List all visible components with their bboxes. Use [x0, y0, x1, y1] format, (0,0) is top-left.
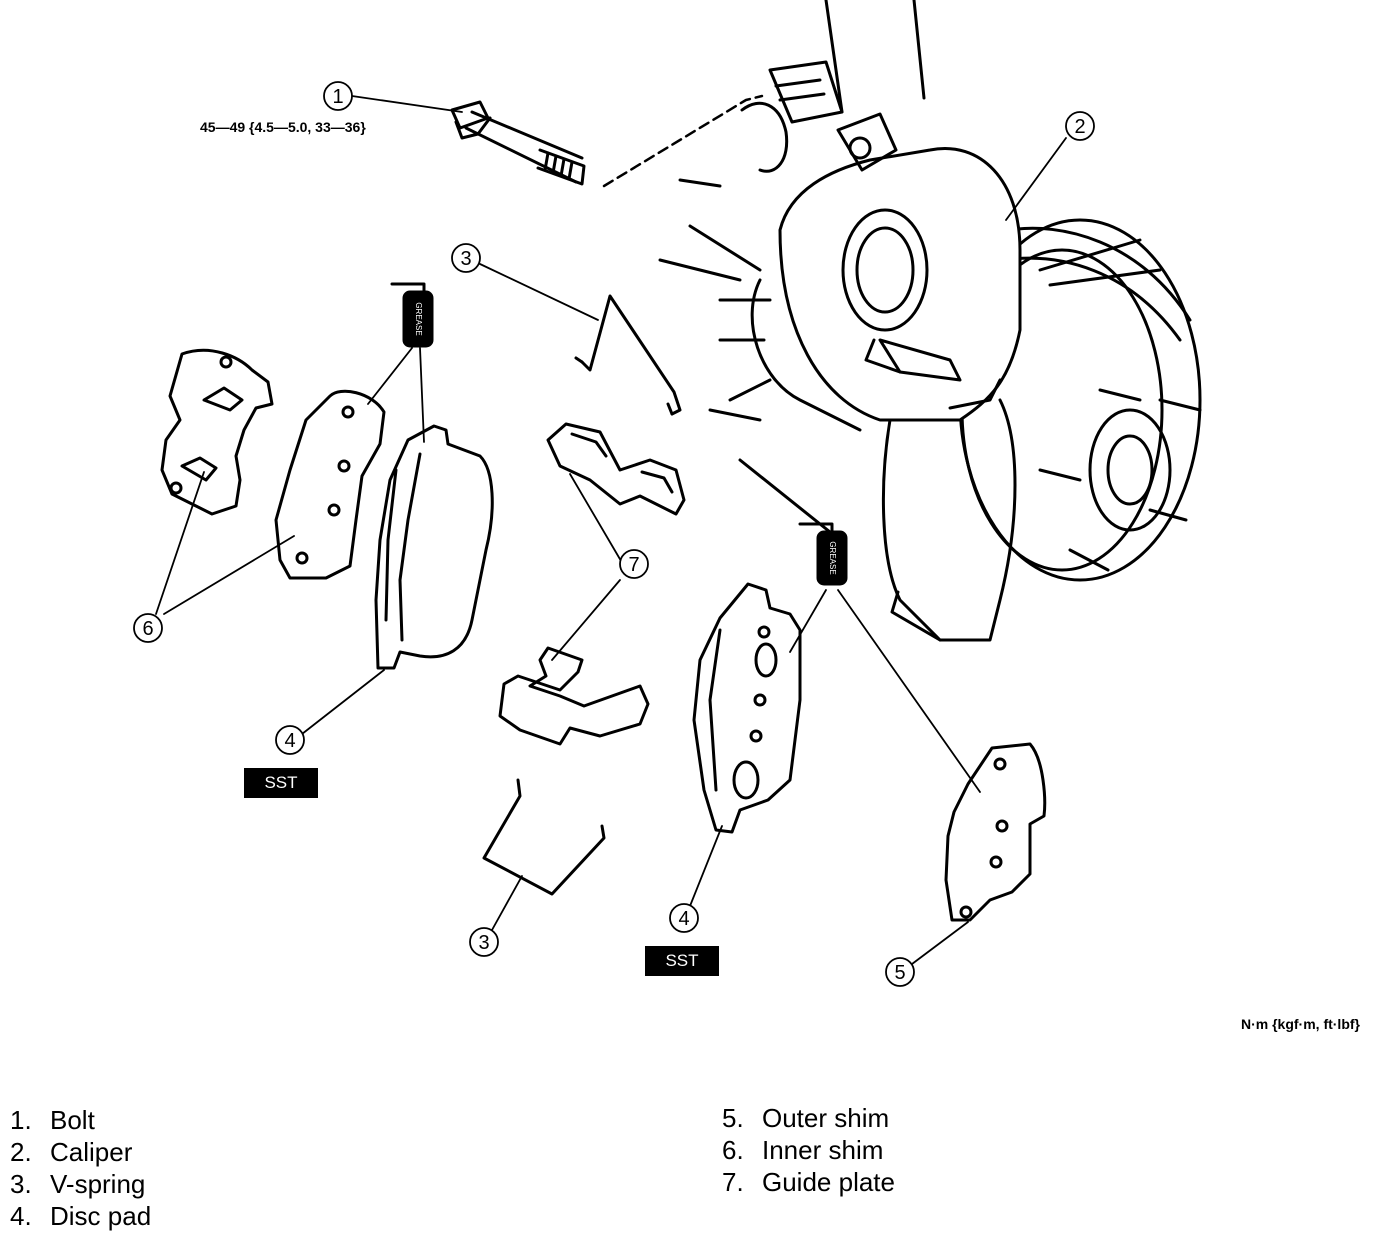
v-spring-upper [574, 294, 682, 416]
callout-v-spring-top: 3 [451, 243, 481, 273]
leader-lines [155, 95, 1067, 965]
svg-text:5: 5 [894, 962, 905, 984]
legend-item: 2.Caliper [10, 1137, 133, 1167]
callout-bolt: 1 [323, 81, 353, 111]
legend-item: 6.Inner shim [722, 1135, 884, 1165]
svg-text:3: 3 [460, 248, 471, 270]
svg-text:4: 4 [678, 908, 689, 930]
svg-text:4: 4 [284, 730, 295, 752]
legend-item: 4.Disc pad [10, 1201, 152, 1231]
units-note: N·m {kgf·m, ft·lbf} [1241, 1016, 1360, 1032]
disc-pad-left [374, 424, 494, 670]
legend-right: 5.Outer shim 6.Inner shim 7.Guide plate [722, 1102, 895, 1198]
svg-text:7: 7 [628, 554, 639, 576]
svg-text:6: 6 [142, 618, 153, 640]
callout-outer-shim: 5 [885, 957, 915, 987]
caliper-assembly [602, 0, 1202, 642]
guide-plate-lower [498, 646, 650, 746]
disc-pad-backing-left [274, 389, 386, 580]
callout-guide-plate: 7 [619, 549, 649, 579]
svg-text:3: 3 [478, 932, 489, 954]
guide-plate-upper [546, 422, 686, 516]
legend-item: 3.V-spring [10, 1169, 146, 1199]
outer-shim [944, 742, 1047, 922]
callout-disc-pad-right: 4 [669, 903, 699, 933]
legend-item: 5.Outer shim [722, 1103, 890, 1133]
inner-shim [160, 348, 274, 516]
disc-pad-right [692, 582, 802, 834]
bolt-part [450, 100, 586, 186]
legend-left: 1.Bolt 2.Caliper 3.V-spring 4.Disc pad [10, 1104, 151, 1232]
callout-caliper: 2 [1065, 111, 1095, 141]
grease-tube-left-label: GREASE [414, 302, 423, 335]
v-spring-lower [482, 778, 606, 896]
legend-item: 1.Bolt [10, 1105, 95, 1135]
svg-text:1: 1 [332, 86, 343, 108]
sst-badge-left: SST [244, 768, 318, 798]
grease-tube-right-label: GREASE [828, 541, 837, 574]
callout-circles: 1 2 3 6 7 4 3 4 5 [133, 81, 1095, 987]
grease-tube-left: GREASE [390, 282, 434, 348]
exploded-brake-diagram: GREASE GREASE 1 2 3 6 7 4 3 4 5 [133, 0, 1202, 987]
legend-item: 7.Guide plate [722, 1167, 895, 1197]
callout-v-spring-bottom: 3 [469, 927, 499, 957]
callout-disc-pad-left: 4 [275, 725, 305, 755]
svg-text:2: 2 [1074, 116, 1085, 138]
grease-tube-right: GREASE [798, 522, 848, 586]
callout-inner-shim: 6 [133, 613, 163, 643]
torque-spec: 45—49 {4.5—5.0, 33—36} [200, 119, 366, 135]
sst-badge-right: SST [645, 946, 719, 976]
